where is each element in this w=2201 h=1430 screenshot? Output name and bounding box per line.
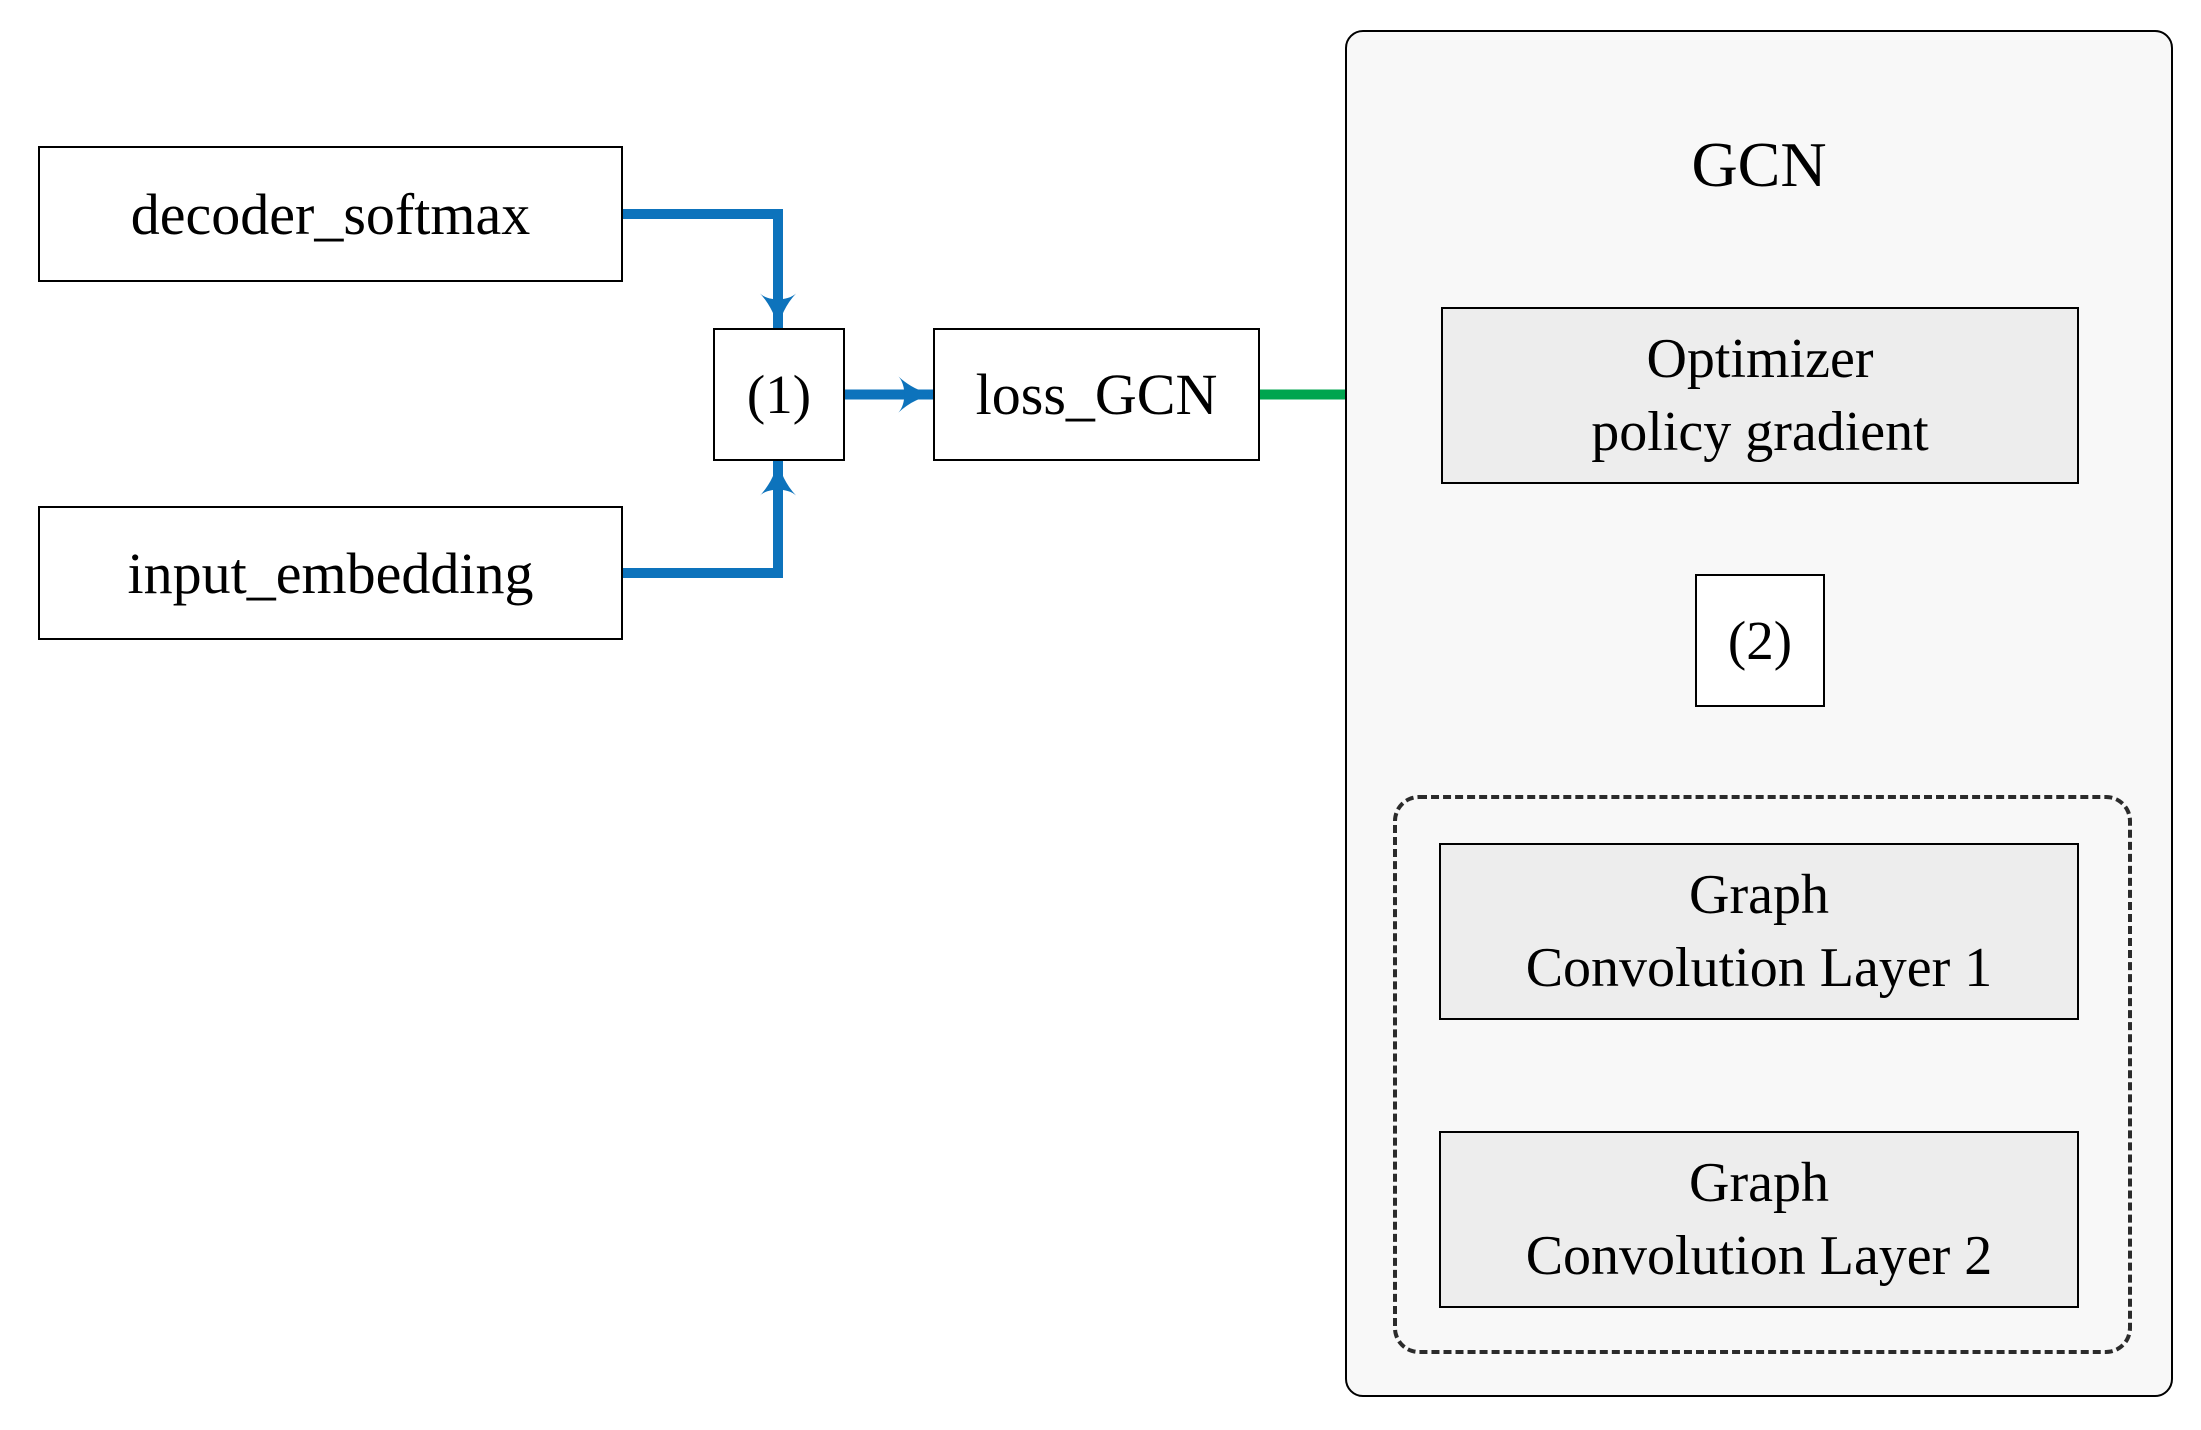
node-optimizer-line2: policy gradient — [1591, 400, 1929, 463]
gcn-container-title: GCN — [1691, 129, 1827, 200]
node-optimizer-line1: Optimizer — [1646, 327, 1874, 390]
node-input-embedding-label: input_embedding — [127, 540, 534, 606]
conv-layers-group — [1393, 795, 2132, 1354]
node-conv-layer-2-line1: Graph — [1689, 1151, 1829, 1214]
node-loss-gcn-label: loss_GCN — [975, 362, 1218, 427]
node-op2-label: (2) — [1727, 610, 1793, 671]
node-op1-label: (1) — [746, 364, 812, 425]
node-optimizer: Optimizer policy gradient — [1441, 307, 2079, 484]
node-conv-layer-2-line2: Convolution Layer 2 — [1525, 1224, 1993, 1287]
node-conv-layer-1-line1: Graph — [1689, 863, 1829, 926]
edge-input-to-op1 — [623, 459, 796, 578]
node-input-embedding: input_embedding — [38, 506, 623, 640]
node-conv-layer-2: Graph Convolution Layer 2 — [1439, 1131, 2079, 1308]
node-loss-gcn: loss_GCN — [933, 328, 1260, 461]
node-conv-layer-1: Graph Convolution Layer 1 — [1439, 843, 2079, 1020]
node-decoder-softmax: decoder_softmax — [38, 146, 623, 282]
node-op1: (1) — [713, 328, 845, 461]
node-conv-layer-1-line2: Convolution Layer 1 — [1525, 936, 1993, 999]
gcn-container: GCN Optimizer policy gradient (2) Graph … — [1345, 30, 2173, 1397]
edge-decoder-to-op1 — [623, 209, 796, 330]
node-op2: (2) — [1695, 574, 1825, 707]
node-decoder-softmax-label: decoder_softmax — [130, 181, 531, 247]
